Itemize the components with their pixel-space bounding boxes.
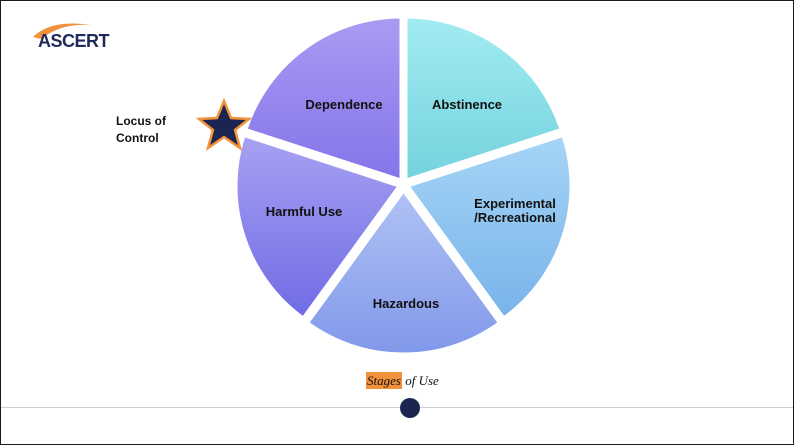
segment-experimental — [405, 133, 573, 320]
segment-hazardous — [305, 188, 502, 356]
locus-of-control-label: Locus of Control — [116, 113, 166, 147]
label-harmful-use: Harmful Use — [266, 204, 343, 219]
label-dependence: Dependence — [305, 97, 382, 112]
locus-label-line1: Locus of — [116, 114, 166, 128]
logo-swoosh-icon — [33, 23, 91, 39]
star-icon — [195, 97, 253, 151]
ascert-logo: ASCERT — [31, 17, 115, 53]
logo-text: ASCERT — [38, 31, 110, 51]
segment-dependence — [244, 15, 403, 183]
divider-line — [1, 407, 793, 408]
slide-marker-dot — [400, 398, 420, 418]
caption-highlight: Stages — [366, 372, 402, 389]
diagram-caption: Stages of Use — [366, 372, 439, 389]
segment-harmful-use — [234, 133, 402, 320]
label-recreational: /Recreational — [474, 210, 556, 225]
segment-abstinence — [404, 15, 563, 183]
locus-label-line2: Control — [116, 131, 159, 145]
label-experimental: Experimental — [474, 196, 556, 211]
label-hazardous: Hazardous — [373, 296, 439, 311]
caption-rest: of Use — [401, 373, 439, 388]
label-abstinence: Abstinence — [432, 97, 502, 112]
